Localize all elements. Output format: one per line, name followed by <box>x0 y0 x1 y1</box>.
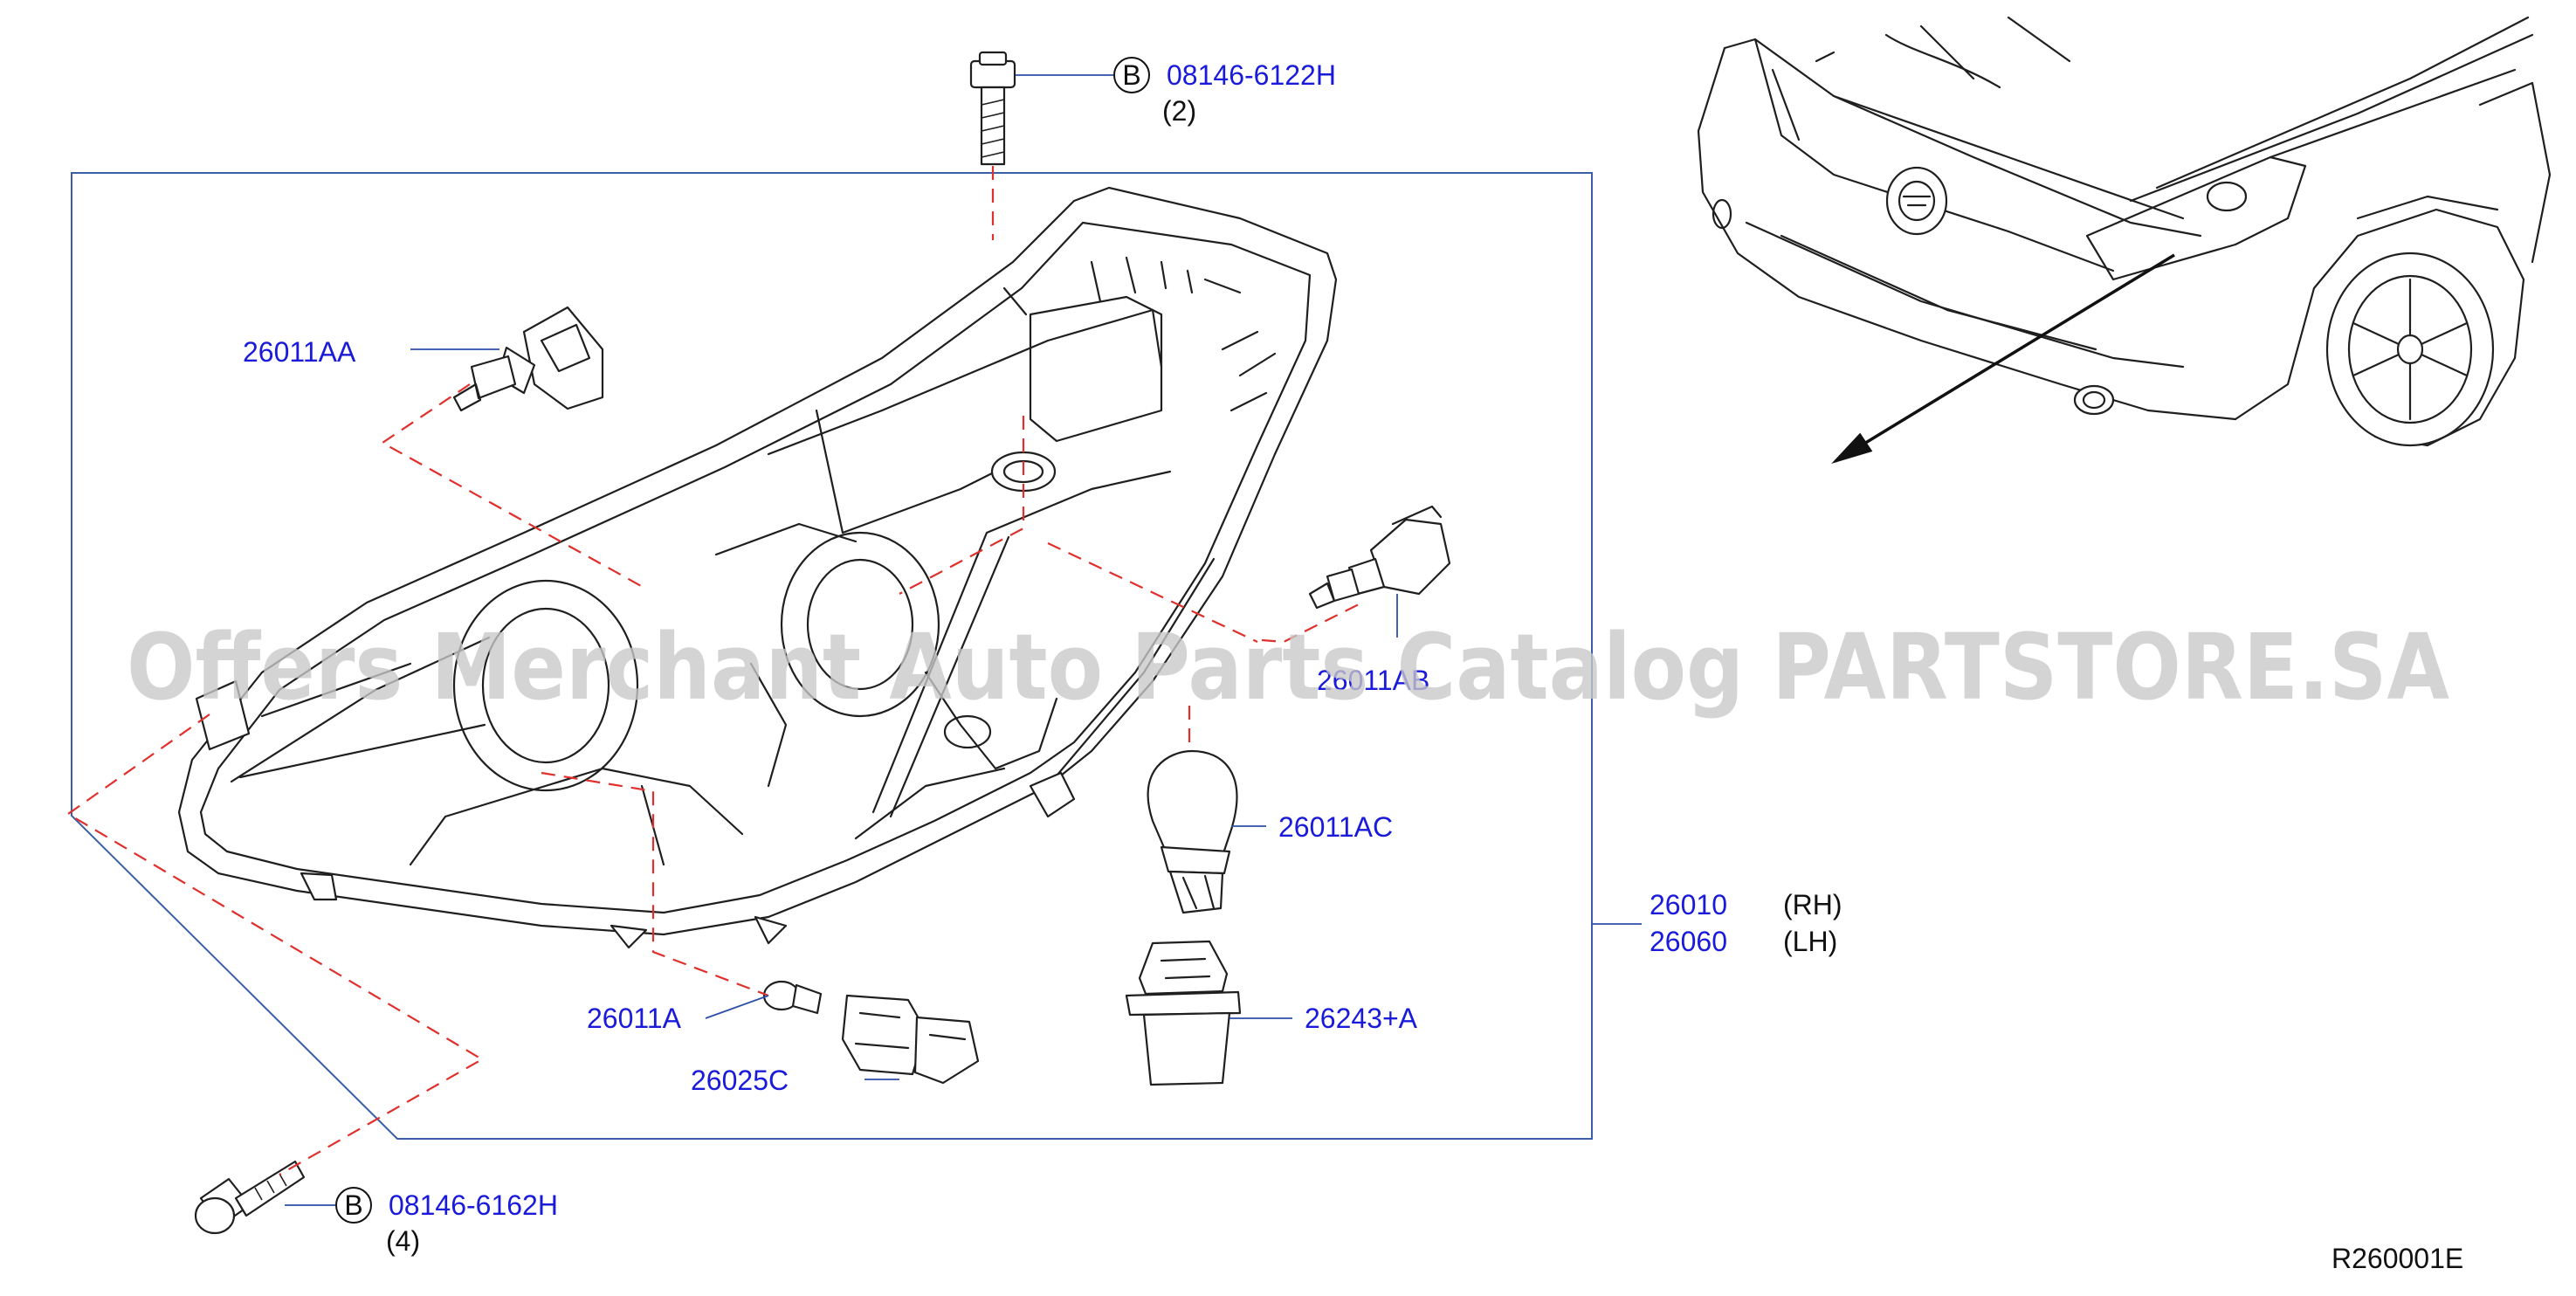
part-label-26060[interactable]: 26060 <box>1650 926 1727 957</box>
side-label-lh: (LH) <box>1783 926 1837 957</box>
socket-26025c[interactable] <box>841 994 980 1085</box>
part-label-26025c[interactable]: 26025C <box>691 1065 789 1096</box>
bolt-bottom[interactable] <box>194 1160 306 1235</box>
part-label-26011ab[interactable]: 26011AB <box>1317 665 1429 696</box>
bulb-26011a[interactable] <box>762 980 823 1015</box>
part-label-08146-6122h[interactable]: 08146-6122H <box>1167 59 1336 91</box>
part-label-26243a[interactable]: 26243+A <box>1305 1003 1418 1034</box>
part-label-26011a[interactable]: 26011A <box>587 1003 682 1034</box>
leader-lines <box>285 74 1642 1206</box>
headlamp-housing <box>177 186 1338 949</box>
bolt-top[interactable] <box>969 51 1016 166</box>
part-label-26011aa[interactable]: 26011AA <box>243 336 356 368</box>
diagram-ref-code: R260001E <box>2331 1243 2463 1274</box>
bulb-26011ac[interactable] <box>1147 749 1238 914</box>
part-label-26011ac[interactable]: 26011AC <box>1278 811 1393 843</box>
side-label-rh: (RH) <box>1783 889 1842 920</box>
part-label-26010[interactable]: 26010 <box>1650 889 1727 920</box>
watermark-text: Offers Merchant Auto Parts Catalog PARTS… <box>127 614 2449 720</box>
bulb-26011aa[interactable] <box>452 306 604 412</box>
callout-b-top: B <box>1113 57 1150 93</box>
socket-26243a[interactable] <box>1125 940 1242 1086</box>
bulb-26011ab[interactable] <box>1308 505 1451 610</box>
exploded-view-lines <box>65 166 1363 1175</box>
callout-b-bottom: B <box>335 1187 372 1224</box>
vehicle-front-view <box>1697 16 2552 465</box>
assembly-frame <box>71 172 1593 1140</box>
part-qty-bottom-bolt: (4) <box>386 1225 420 1257</box>
part-label-08146-6162h[interactable]: 08146-6162H <box>389 1189 558 1221</box>
callout-letter-top: B <box>1122 59 1140 91</box>
callout-letter-bottom: B <box>344 1189 362 1221</box>
part-qty-top-bolt: (2) <box>1162 95 1196 127</box>
